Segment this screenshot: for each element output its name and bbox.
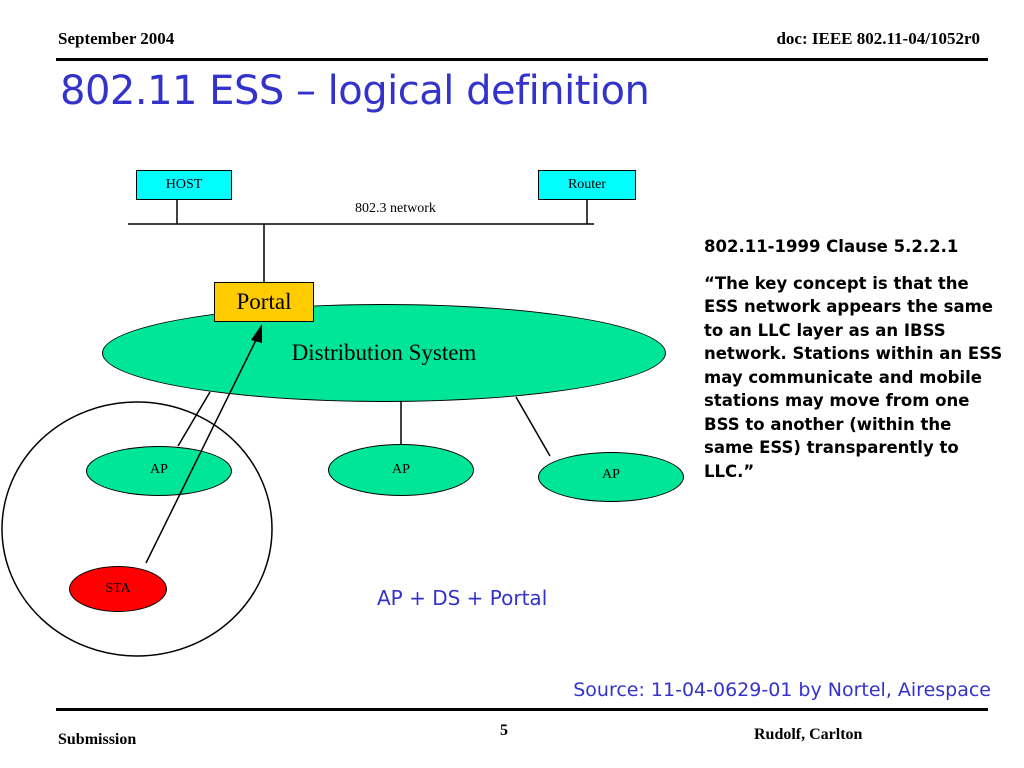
source-credit: Source: 11-04-0629-01 by Nortel, Airespa… — [573, 679, 991, 701]
ap-ellipse-3: AP — [538, 452, 684, 502]
slide-title: 802.11 ESS – logical definition — [60, 68, 650, 114]
quote-text: “The key concept is that the ESS network… — [704, 273, 1003, 481]
ds-label: Distribution System — [291, 340, 477, 365]
arrowhead-icon — [251, 324, 262, 343]
footer-rule — [56, 708, 988, 711]
ap-label: AP — [392, 462, 410, 477]
diagram-caption: AP + DS + Portal — [377, 586, 548, 610]
ds-ap3-line — [515, 396, 551, 457]
quote-heading: 802.11-1999 Clause 5.2.2.1 — [704, 237, 959, 256]
host-box: HOST — [136, 170, 232, 200]
bss-circle — [1, 401, 273, 657]
footer-authors: Rudolf, Carlton — [754, 726, 863, 743]
network-label: 802.3 network — [355, 201, 436, 216]
ap-label: AP — [150, 462, 168, 477]
header-doc-id: doc: IEEE 802.11-04/1052r0 — [776, 29, 980, 48]
router-label: Router — [567, 177, 607, 192]
header-date: September 2004 — [58, 29, 175, 48]
ap-ellipse-2: AP — [328, 444, 474, 496]
sta-label: STA — [105, 581, 131, 596]
portal-label: Portal — [236, 289, 292, 314]
ds-ap1-line — [177, 391, 211, 447]
portal-box: Portal — [214, 282, 314, 322]
page-number: 5 — [500, 722, 508, 739]
host-label: HOST — [165, 177, 203, 192]
sta-ellipse: STA — [69, 566, 167, 612]
footer-submission: Submission — [58, 731, 137, 748]
router-box: Router — [538, 170, 636, 200]
clause-quote: 802.11-1999 Clause 5.2.2.1 “The key conc… — [704, 235, 1004, 483]
ap-ellipse-1: AP — [86, 446, 232, 496]
header-rule — [56, 58, 988, 61]
distribution-system-ellipse: Distribution System — [102, 304, 666, 402]
ap-label: AP — [602, 467, 620, 482]
